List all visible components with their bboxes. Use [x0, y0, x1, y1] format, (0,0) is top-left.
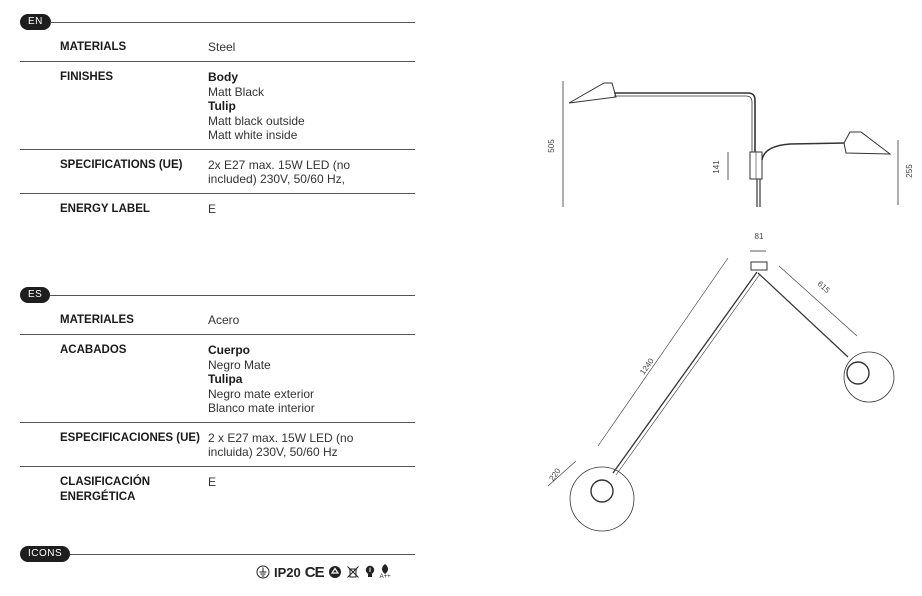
recycle-icon: [328, 566, 341, 578]
side-view: [562, 81, 899, 207]
spec-row-materials: MATERIALS Steel: [20, 32, 415, 62]
row-label: SPECIFICATIONS (UE): [60, 158, 183, 171]
section-header: ES: [20, 287, 415, 305]
energy-leaf-group: A++: [380, 564, 391, 580]
dim-top-short-arm: 615: [816, 279, 832, 295]
arm-long-inner: [614, 95, 753, 152]
divider: [50, 295, 415, 296]
lampshade-left: [568, 82, 617, 104]
value-line: incluida) 230V, 50/60 Hz: [208, 445, 338, 459]
section-en: EN MATERIALS Steel FINISHES Body Matt Bl…: [20, 14, 415, 223]
value-subheading: Body: [208, 70, 238, 84]
row-value: E: [208, 202, 415, 217]
row-value: 2x E27 max. 15W LED (no included) 230V, …: [208, 158, 415, 187]
value-line: 2 x E27 max. 15W LED (no: [208, 430, 354, 445]
row-value: Acero: [208, 313, 415, 328]
spec-row-clasificacion: CLASIFICACIÓN ENERGÉTICA E: [20, 467, 415, 511]
spec-row-materiales: MATERIALES Acero: [20, 305, 415, 335]
arm-short: [761, 142, 847, 161]
value-line: E: [208, 201, 217, 216]
value-line: Steel: [208, 40, 236, 54]
spec-row-acabados: ACABADOS Cuerpo Negro Mate Tulipa Negro …: [20, 335, 415, 423]
divider: [70, 554, 415, 555]
row-label: MATERIALES: [60, 314, 134, 326]
top-view: [547, 250, 895, 532]
value-line: Matt Black: [208, 84, 265, 99]
dim-top-globe: 220: [547, 466, 562, 483]
language-badge-en: EN: [20, 14, 51, 30]
dimension-line: [547, 460, 577, 487]
weee-bin-icon: [346, 566, 359, 578]
language-badge-es: ES: [20, 287, 51, 303]
spec-row-especificaciones: ESPECIFICACIONES (UE) 2 x E27 max. 15W L…: [20, 423, 415, 467]
section-header: EN: [20, 14, 415, 32]
row-label: ENERGY LABEL: [60, 202, 150, 215]
value-line: Matt white inside: [208, 128, 298, 142]
row-value: Cuerpo Negro Mate Tulipa Negro mate exte…: [208, 343, 415, 416]
row-label: ACABADOS: [60, 344, 127, 356]
globe-large: [569, 466, 635, 532]
row-label: CLASIFICACIÓN ENERGÉTICA: [60, 475, 151, 503]
arm-long-top: [612, 271, 758, 474]
spec-row-finishes: FINISHES Body Matt Black Tulip Matt blac…: [20, 62, 415, 150]
value-line: Matt black outside: [208, 113, 305, 128]
led-bulb-icon: [365, 565, 374, 577]
row-label: FINISHES: [60, 71, 114, 83]
energy-class: A++: [379, 574, 391, 580]
divider: [50, 22, 415, 23]
section-header: ICONS: [20, 546, 415, 564]
value-subheading: Tulip: [208, 99, 236, 113]
certification-icons: IP20 CE A++: [256, 562, 391, 582]
dimension-line: [597, 257, 729, 447]
globe-small: [843, 351, 895, 403]
row-label: ESPECIFICACIONES (UE): [60, 431, 200, 444]
value-line: Negro Mate: [208, 357, 271, 372]
icons-badge: ICONS: [20, 546, 71, 562]
value-line: Negro mate exterior: [208, 386, 315, 401]
value-line: Acero: [208, 313, 240, 327]
dim-side-canopy: 141: [712, 160, 721, 174]
dimension-line: [778, 265, 858, 337]
arm-long: [614, 92, 756, 152]
energy-leaf-icon: [382, 564, 389, 574]
row-value: Body Matt Black Tulip Matt black outside…: [208, 70, 415, 143]
value-subheading: Cuerpo: [208, 343, 250, 357]
wall-canopy-top: [750, 261, 768, 271]
value-line: included) 230V, 50/60 Hz,: [208, 172, 345, 186]
ce-mark-icon: CE: [304, 563, 325, 581]
row-label: MATERIALS: [60, 41, 127, 53]
row-value: E: [208, 475, 415, 505]
value-line: 2x E27 max. 15W LED (no: [208, 157, 351, 172]
value-line: Blanco mate interior: [208, 401, 315, 415]
earth-ground-icon: [256, 565, 270, 579]
row-value: 2 x E27 max. 15W LED (no incluida) 230V,…: [208, 431, 415, 460]
ip-rating: IP20: [274, 564, 301, 580]
section-es: ES MATERIALES Acero ACABADOS Cuerpo Negr…: [20, 287, 415, 511]
section-icons: ICONS: [20, 546, 415, 564]
dim-side-arm-height: 255: [905, 164, 914, 178]
arm-short-top: [757, 272, 849, 358]
value-subheading: Tulipa: [208, 372, 243, 386]
value-line: E: [208, 474, 217, 489]
lampshade-right: [843, 131, 892, 155]
spec-row-specifications: SPECIFICATIONS (UE) 2x E27 max. 15W LED …: [20, 150, 415, 194]
dim-top-canopy: 81: [755, 232, 764, 241]
spec-row-energy-label: ENERGY LABEL E: [20, 194, 415, 223]
row-value: Steel: [208, 40, 415, 55]
dim-side-height: 505: [547, 139, 556, 153]
